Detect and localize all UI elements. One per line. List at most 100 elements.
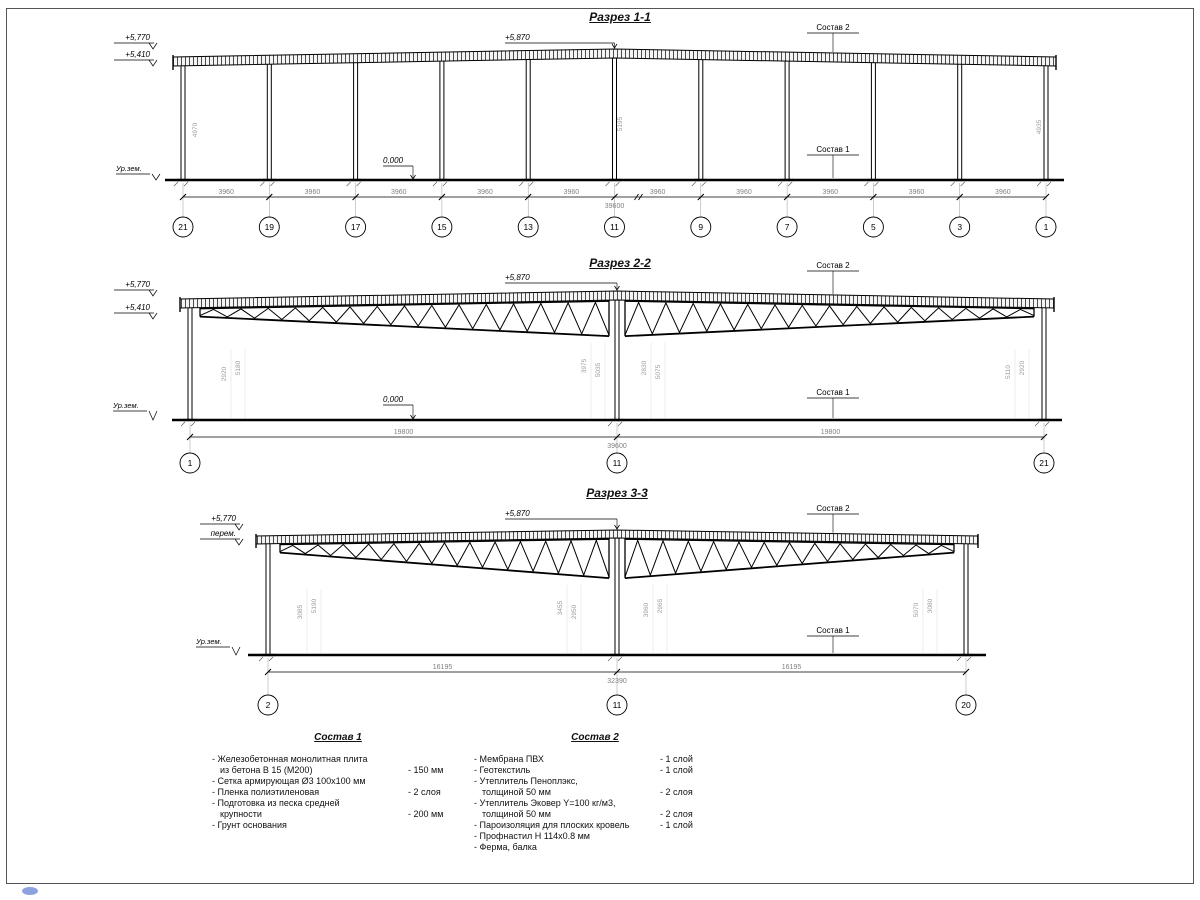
dim-tick xyxy=(524,193,532,201)
composition-item: - Ферма, балка xyxy=(474,842,716,853)
base-hatch xyxy=(960,181,965,187)
composition-item-line: - Пленка полиэтиленовая xyxy=(212,787,320,797)
grid-bubble-label: 5 xyxy=(871,222,876,232)
section-3-3-title: Разрез 3-3 xyxy=(586,486,648,500)
composition-item-value: - 2 слоя xyxy=(408,787,441,797)
inner-dimension: 3085 xyxy=(297,604,304,619)
inner-dimension: 3080 xyxy=(927,598,934,613)
inner-dimension: 5075 xyxy=(655,364,662,379)
sostav1-label: Состав 1 xyxy=(816,626,850,635)
sostav2-label: Состав 2 xyxy=(816,23,850,32)
truss-diagonals xyxy=(199,301,610,336)
composition-item-value: - 150 мм xyxy=(408,765,444,775)
elevation-label: +5,870 xyxy=(505,273,530,282)
base-hatch xyxy=(356,181,361,187)
base-hatch xyxy=(183,181,189,187)
sostav2-label: Состав 2 xyxy=(816,261,850,270)
bay-dimension: 3960 xyxy=(822,189,838,196)
grid-bubble xyxy=(606,452,628,474)
inner-dimension: 3455 xyxy=(557,600,564,615)
elevation-label: перем. xyxy=(211,529,236,538)
composition-item: - Сетка армирующая Ø3 100х100 мм xyxy=(212,776,464,787)
composition-item-value: - 1 слой xyxy=(660,765,693,775)
grid-bubble xyxy=(179,452,201,474)
level-mark-icon xyxy=(148,59,158,67)
composition-item: - Утеплитель Пеноплэкс,толщиной 50 мм- 2… xyxy=(474,776,716,798)
elevation-label: +5,770 xyxy=(211,514,236,523)
bay-dimension: 16195 xyxy=(782,664,802,671)
base-hatch xyxy=(173,181,179,187)
grid-bubble xyxy=(258,216,280,238)
grid-bubble xyxy=(955,694,977,716)
grid-bubble-label: 17 xyxy=(351,222,361,232)
grid-bubble-label: 9 xyxy=(698,222,703,232)
grid-bubble xyxy=(1033,452,1055,474)
composition-2-items: - Мембрана ПВХ- 1 слой- Геотекстиль- 1 с… xyxy=(474,754,716,853)
grid-bubble xyxy=(604,216,625,238)
base-hatch xyxy=(268,656,274,662)
grid-bubble xyxy=(862,216,884,238)
base-hatch xyxy=(528,181,534,187)
base-hatch xyxy=(270,181,275,187)
bay-dimension: 19800 xyxy=(821,429,841,436)
base-hatch xyxy=(260,181,265,187)
base-hatch xyxy=(617,421,623,427)
grid-bubble-label: 11 xyxy=(613,700,622,710)
section-1-1-title: Разрез 1-1 xyxy=(589,10,651,24)
truss-diagonals xyxy=(624,301,1035,336)
elevation-label: +5,410 xyxy=(125,303,150,312)
bay-dimension: 3960 xyxy=(650,189,666,196)
truss-diagonals xyxy=(624,538,955,578)
sostav1-label: Состав 1 xyxy=(816,388,850,397)
dim-tick xyxy=(870,193,877,201)
ground-level-label: Ур.зем. xyxy=(195,637,222,646)
composition-item-line: - Геотекстиль xyxy=(474,765,531,775)
composition-item-line: - Профнастил Н 114х0.8 мм xyxy=(474,831,590,841)
grid-bubble-label: 1 xyxy=(188,458,193,468)
dim-tick xyxy=(179,193,187,201)
elevation-label: +5,870 xyxy=(505,509,530,518)
composition-item-value: - 1 слой xyxy=(660,820,693,830)
level-mark-icon xyxy=(148,312,158,320)
dim-tick xyxy=(265,193,273,201)
bay-dimension: 3960 xyxy=(564,189,580,196)
dim-tick xyxy=(613,668,621,676)
base-hatch xyxy=(607,656,613,662)
inner-dimension: 2950 xyxy=(571,604,578,619)
section-2-2-title: Разрез 2-2 xyxy=(589,256,651,270)
inner-dimension: 4970 xyxy=(192,122,199,137)
base-hatch xyxy=(777,181,783,187)
inner-dimension: 5180 xyxy=(235,360,242,375)
composition-item: - Утеплитель Эковер Y=100 кг/м3,толщиной… xyxy=(474,798,716,820)
composition-item-line: крупности xyxy=(220,809,262,819)
dim-tick xyxy=(962,668,970,676)
truss-top-chord xyxy=(279,538,610,546)
grid-bubble-label: 1 xyxy=(1044,222,1049,232)
grid-bubble-label: 7 xyxy=(785,222,790,232)
roof-slab xyxy=(255,529,979,545)
dim-tick xyxy=(438,193,446,201)
base-hatch xyxy=(1034,421,1040,427)
base-hatch xyxy=(607,421,613,427)
arrow-down-icon xyxy=(614,285,620,291)
base-hatch xyxy=(346,181,351,187)
arrow-down-icon xyxy=(614,524,620,530)
composition-item: - Геотекстиль - 1 слой xyxy=(474,765,716,776)
composition-item-line: - Железобетонная монолитная плита xyxy=(212,754,368,764)
level-mark-icon xyxy=(234,523,244,531)
grid-bubble-label: 13 xyxy=(523,222,533,232)
inner-dimension: 2920 xyxy=(221,366,228,381)
grid-bubble-label: 21 xyxy=(1039,458,1049,468)
level-mark-icon xyxy=(231,646,241,656)
dim-tick xyxy=(1040,433,1048,441)
composition-item-line: - Грунт основания xyxy=(212,820,287,830)
truss-bottom-chord xyxy=(199,315,610,338)
break-mark xyxy=(634,193,639,201)
sheet-border xyxy=(6,8,1194,884)
inner-dimension: 3960 xyxy=(643,602,650,617)
